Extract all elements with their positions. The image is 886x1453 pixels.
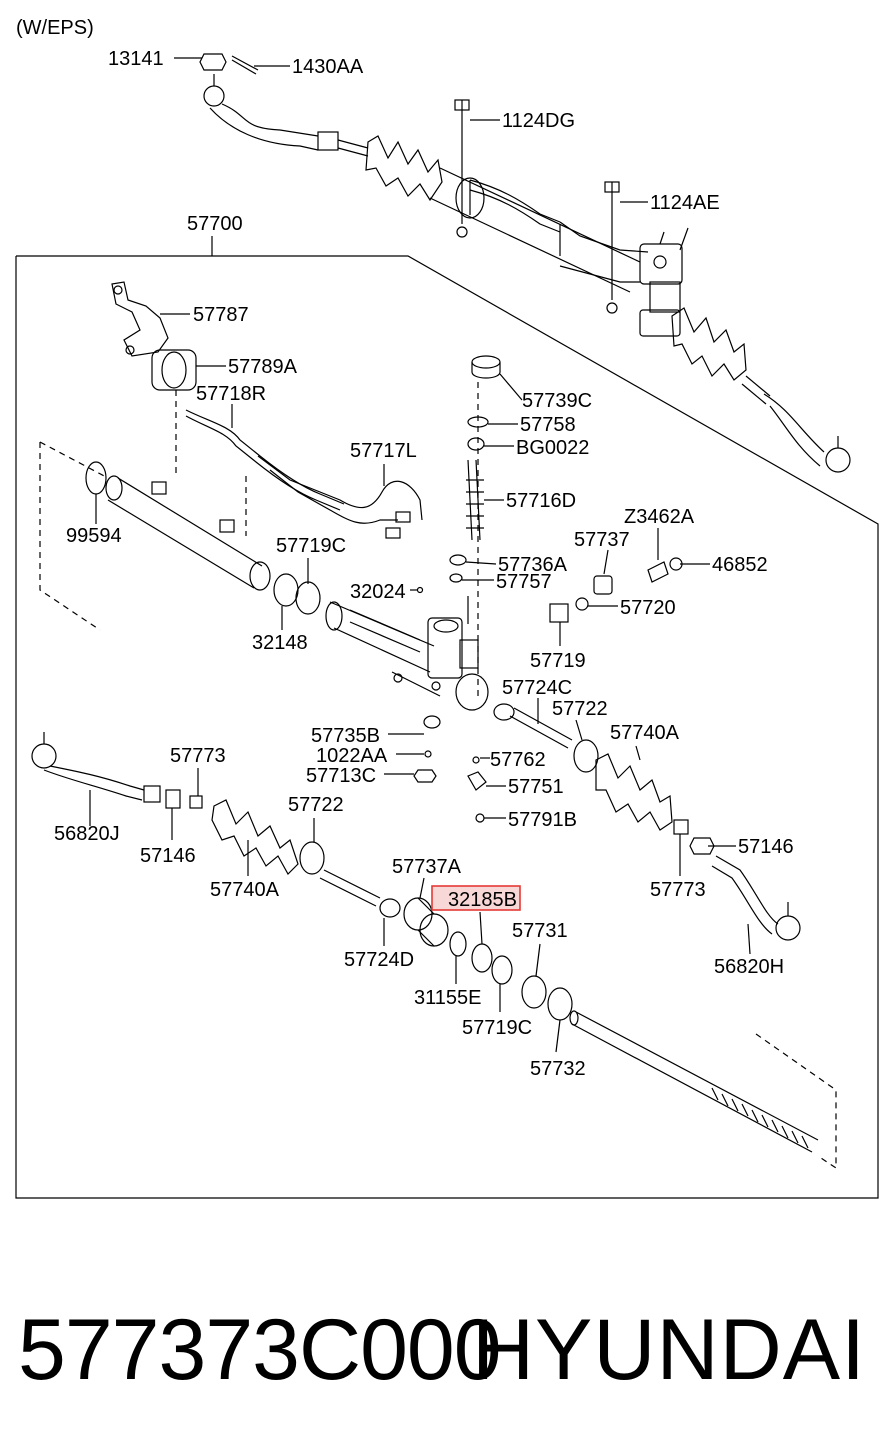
callout-1124AE[interactable]: 1124AE: [650, 192, 720, 214]
callout-57716D[interactable]: 57716D: [506, 490, 576, 512]
part-number: 577373C000: [18, 1302, 502, 1398]
callout-57719C-a[interactable]: 57719C: [276, 535, 346, 557]
callout-1124DG[interactable]: 1124DG: [502, 110, 575, 132]
callout-57724D[interactable]: 57724D: [344, 949, 414, 971]
callout-1430AA[interactable]: 1430AA: [292, 56, 364, 78]
callout-46852[interactable]: 46852: [712, 554, 768, 576]
leader-lines: [89, 57, 751, 1053]
callout-57758[interactable]: 57758: [520, 414, 576, 436]
callout-57740A-left[interactable]: 57740A: [210, 879, 280, 901]
callout-57751[interactable]: 57751: [508, 776, 564, 798]
callout-57719C-b[interactable]: 57719C: [462, 1017, 532, 1039]
brand-name: HYUNDAI: [471, 1302, 866, 1398]
callout-Z3462A[interactable]: Z3462A: [624, 506, 695, 528]
callout-32024[interactable]: 32024: [350, 581, 406, 603]
variant-label: (W/EPS): [16, 17, 94, 39]
callout-56820J[interactable]: 56820J: [54, 823, 120, 845]
callout-31155E[interactable]: 31155E: [414, 987, 481, 1009]
callout-57146-right[interactable]: 57146: [738, 836, 794, 858]
callout-57732[interactable]: 57732: [530, 1058, 586, 1080]
assembled-rack-drawing: [199, 53, 851, 473]
callout-57739C[interactable]: 57739C: [522, 390, 592, 412]
callout-57740A-right[interactable]: 57740A: [610, 722, 680, 744]
callout-57719[interactable]: 57719: [530, 650, 586, 672]
highlighted-part-box: [431, 885, 521, 911]
callout-57773-left[interactable]: 57773: [170, 745, 226, 767]
callout-57737A[interactable]: 57737A: [392, 856, 462, 878]
callout-57757[interactable]: 57757: [496, 571, 552, 593]
callout-13141[interactable]: 13141: [108, 48, 164, 70]
callout-57736A[interactable]: 57736A: [498, 554, 568, 576]
callout-57720[interactable]: 57720: [620, 597, 676, 619]
callout-57713C[interactable]: 57713C: [306, 765, 376, 787]
callout-57737[interactable]: 57737: [574, 529, 630, 551]
callout-57735B[interactable]: 57735B: [311, 725, 380, 747]
callout-57773-right[interactable]: 57773: [650, 879, 706, 901]
assembly-outline-box: [15, 255, 879, 1199]
steering-gear-exploded-diagram: (W/EPS) 57700 13141 1430AA 1124DG 1124AE…: [15, 17, 879, 1199]
callout-57762[interactable]: 57762: [490, 749, 546, 771]
callout-99594[interactable]: 99594: [66, 525, 122, 547]
callout-57146-left[interactable]: 57146: [140, 845, 196, 867]
exploded-parts-drawing: [31, 281, 837, 1170]
callout-57718R[interactable]: 57718R: [196, 383, 266, 405]
callout-32148[interactable]: 32148: [252, 632, 308, 654]
callout-BG0022[interactable]: BG0022: [516, 437, 589, 459]
callout-57722-right[interactable]: 57722: [552, 698, 608, 720]
callout-57791B[interactable]: 57791B: [508, 809, 577, 831]
callout-32185B[interactable]: 32185B: [448, 889, 517, 911]
callout-57722-left[interactable]: 57722: [288, 794, 344, 816]
callout-1022AA[interactable]: 1022AA: [316, 745, 388, 767]
callout-57789A[interactable]: 57789A: [228, 356, 298, 378]
callout-56820H[interactable]: 56820H: [714, 956, 784, 978]
callout-57731[interactable]: 57731: [512, 920, 568, 942]
assembly-label: 57700: [187, 213, 243, 235]
callout-57724C[interactable]: 57724C: [502, 677, 572, 699]
callout-57717L[interactable]: 57717L: [350, 440, 417, 462]
callout-57787[interactable]: 57787: [193, 304, 249, 326]
footer-caption: 577373C000 HYUNDAI: [0, 1290, 886, 1410]
